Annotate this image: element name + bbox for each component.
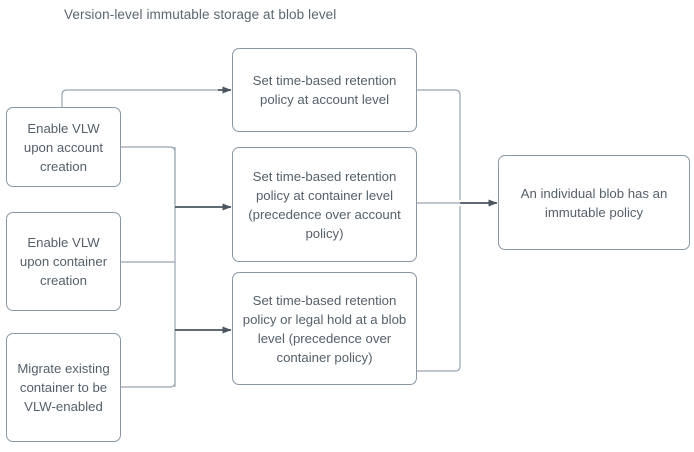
node-enable-vlw-account[interactable]: Enable VLW upon account creation bbox=[6, 107, 121, 187]
node-account-level-retention-policy-label: Set time-based retention policy at accou… bbox=[252, 73, 397, 107]
node-individual-blob-immutable-policy-label: An individual blob has an immutable poli… bbox=[520, 185, 668, 220]
node-container-level-retention-policy[interactable]: Set time-based retention policy at conta… bbox=[232, 147, 417, 262]
node-container-level-retention-policy-label: Set time-based retention policy at conta… bbox=[248, 168, 401, 241]
edge-enable-account-trunk bbox=[121, 146, 176, 205]
node-enable-vlw-account-label: Enable VLW upon account creation bbox=[23, 120, 104, 174]
node-migrate-existing-container-label: Migrate existing container to be VLW-ena… bbox=[17, 361, 110, 414]
node-enable-vlw-container-label: Enable VLW upon container creation bbox=[19, 235, 108, 288]
edge-enable-account-to-account-policy bbox=[61, 86, 232, 107]
page-title: Version-level immutable storage at blob … bbox=[64, 7, 337, 22]
node-blob-level-retention-policy-label: Set time-based retention policy or legal… bbox=[242, 292, 407, 365]
edge-account-policy-to-trunk bbox=[417, 89, 461, 200]
node-account-level-retention-policy[interactable]: Set time-based retention policy at accou… bbox=[232, 48, 417, 132]
node-blob-level-retention-policy[interactable]: Set time-based retention policy or legal… bbox=[232, 272, 417, 385]
edge-blob-policy-to-trunk bbox=[417, 206, 461, 372]
edge-migrate-trunk bbox=[121, 330, 176, 388]
node-migrate-existing-container[interactable]: Migrate existing container to be VLW-ena… bbox=[6, 333, 121, 442]
node-individual-blob-immutable-policy[interactable]: An individual blob has an immutable poli… bbox=[498, 155, 690, 250]
node-enable-vlw-container[interactable]: Enable VLW upon container creation bbox=[6, 212, 121, 311]
